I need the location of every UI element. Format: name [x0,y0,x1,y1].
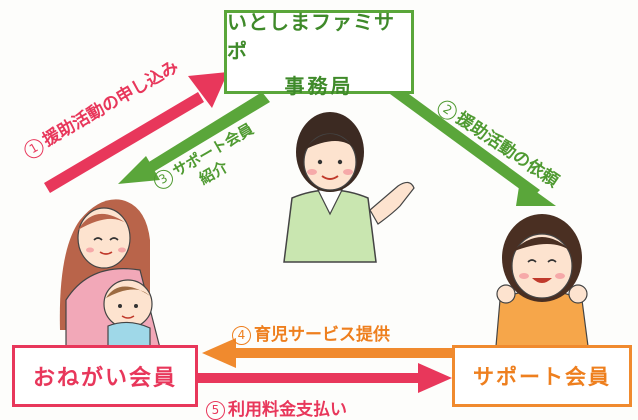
arrow-4-service [202,338,454,368]
office-subtitle: 事務局 [284,73,354,98]
office-box: いとしまファミサポ 事務局 [224,10,414,98]
office-name: いとしまファミサポ [227,9,395,63]
arrow-5-payment [198,363,452,393]
office-staff-illustration [283,112,415,263]
arrow-2-request [390,86,556,206]
support-member-label: サポート会員 [473,365,611,389]
request-member-label: おねがい会員 [32,366,177,391]
support-member-illustration [495,214,589,347]
arrow-5-text: 利用料金支払い [228,400,347,420]
request-member-box: おねがい会員 [12,345,198,407]
step-number-4: 4 [232,325,251,345]
arrow-3-introduce [118,92,270,184]
support-member-box: サポート会員 [452,345,632,407]
mother-and-child-illustration [59,199,161,349]
arrow-4-text: 育児サービス提供 [254,325,390,345]
arrow-1-application [44,72,228,193]
